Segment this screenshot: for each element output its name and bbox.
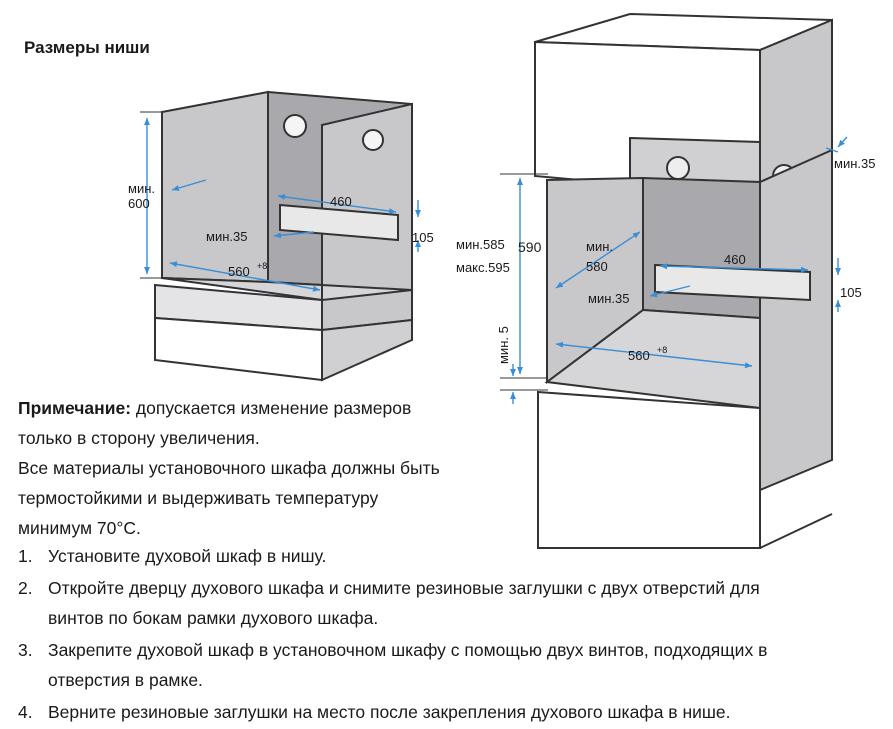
right-height-max-label: макс.595 xyxy=(456,260,510,275)
right-inner-height-line2: 580 xyxy=(586,259,608,274)
right-bottom-width-label: 560 xyxy=(628,348,650,363)
right-bottom-width-sup: +8 xyxy=(657,345,667,355)
left-depth-min-label: мин.35 xyxy=(206,229,247,244)
right-inner-height-line1: мин. xyxy=(586,239,613,254)
step-number: 3. xyxy=(18,640,33,660)
note-line5: минимум 70°С. xyxy=(18,518,141,538)
step-number: 1. xyxy=(18,546,33,566)
right-bottom-gap-label: мин. 5 xyxy=(496,326,511,364)
right-depth-min-label: мин.35 xyxy=(588,291,629,306)
note-line2: только в сторону увеличения. xyxy=(18,428,260,448)
right-height-min-label: мин.585 xyxy=(456,237,505,252)
list-item: 2. Откройте дверцу духового шкафа и сним… xyxy=(18,573,878,633)
right-height-nominal-label: 590 xyxy=(518,239,542,255)
list-item: 1. Установите духовой шкаф в нишу. xyxy=(18,541,878,571)
left-cabinet-diagram xyxy=(154,90,413,382)
left-height-label-line2: 600 xyxy=(128,196,150,211)
right-width-label: 460 xyxy=(724,252,746,267)
note-bold-label: Примечание: xyxy=(18,398,132,418)
left-bottom-width-sup: +8 xyxy=(257,261,267,271)
step-text-line1: Верните резиновые заглушки на место посл… xyxy=(48,702,731,722)
step-text-line2: отверстия в рамке. xyxy=(48,670,203,690)
step-text-line2: винтов по бокам рамки духового шкафа. xyxy=(48,608,379,628)
right-cabinet-diagram xyxy=(534,12,833,549)
list-item: 4. Верните резиновые заглушки на место п… xyxy=(18,697,878,727)
step-number: 2. xyxy=(18,578,33,598)
right-top-gap-label: мин.35 xyxy=(834,156,875,171)
list-item: 3. Закрепите духовой шкаф в установочном… xyxy=(18,635,878,695)
left-height-label-line1: мин. xyxy=(128,181,155,196)
note-line4: термостойкими и выдерживать температуру xyxy=(18,488,379,508)
note-line1: допускается изменение размеров xyxy=(131,398,412,418)
step-text-line1: Откройте дверцу духового шкафа и снимите… xyxy=(48,578,760,598)
step-text-line1: Установите духовой шкаф в нишу. xyxy=(48,546,327,566)
left-width-label: 460 xyxy=(330,194,352,209)
step-number: 4. xyxy=(18,702,33,722)
right-slot-height-label: 105 xyxy=(840,285,862,300)
installation-steps-list: 1. Установите духовой шкаф в нишу. 2. От… xyxy=(18,541,878,729)
left-bottom-width-label: 560 xyxy=(228,264,250,279)
left-slot-height-label: 105 xyxy=(412,230,434,245)
section-title: Размеры ниши xyxy=(24,38,150,57)
step-text-line1: Закрепите духовой шкаф в установочном шк… xyxy=(48,640,768,660)
note-line3: Все материалы установочного шкафа должны… xyxy=(18,458,440,478)
note-paragraph: Примечание: допускается изменение размер… xyxy=(18,393,498,543)
